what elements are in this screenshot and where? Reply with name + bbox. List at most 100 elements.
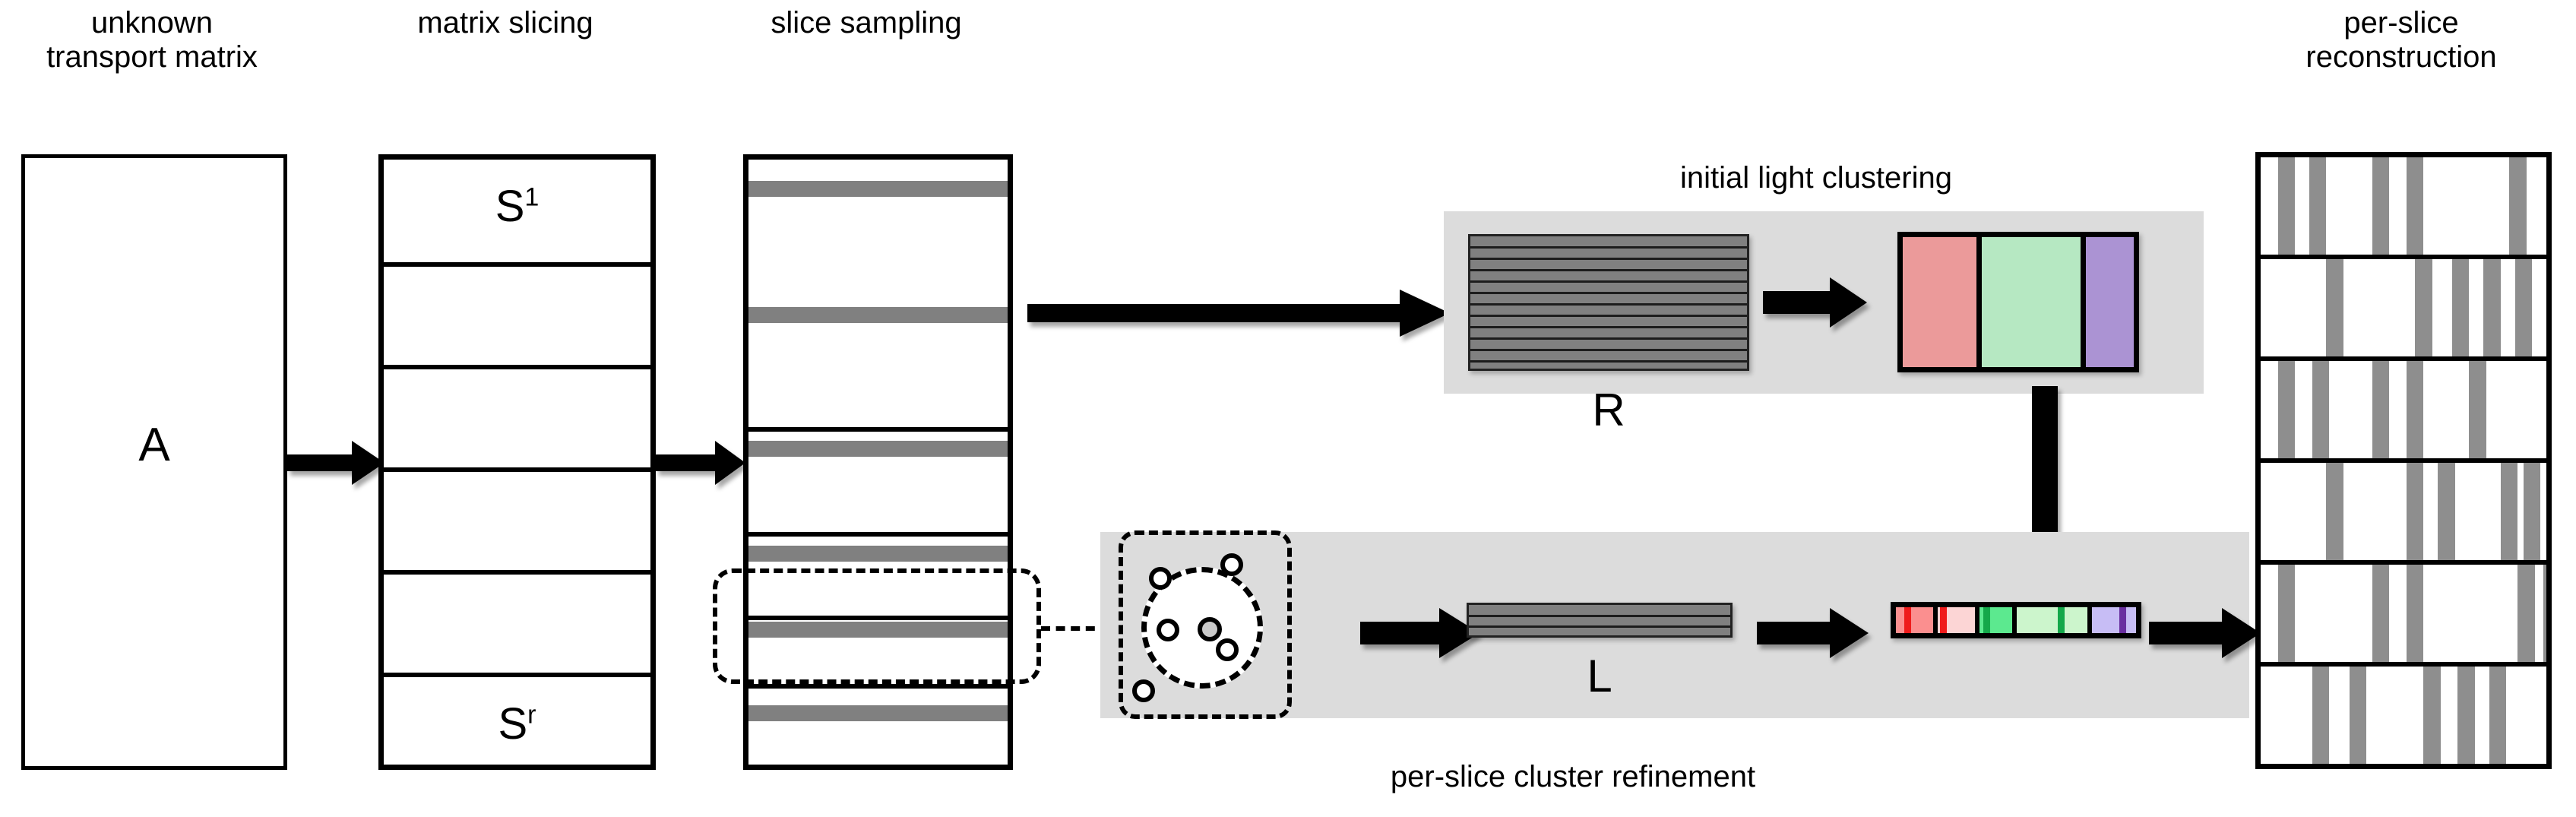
reconstruction-bar bbox=[2349, 667, 2367, 764]
r-stripe bbox=[1470, 246, 1747, 249]
refined-cluster-segment-5[interactable] bbox=[2091, 607, 2136, 633]
caption-slice-sampling: slice sampling bbox=[771, 6, 962, 40]
refined-cluster-segment-4[interactable] bbox=[2017, 607, 2087, 633]
r-stripe bbox=[1470, 280, 1747, 283]
slicing-row bbox=[384, 262, 650, 365]
reconstruction-bar bbox=[2483, 259, 2501, 356]
reconstruction-bar bbox=[2489, 667, 2507, 764]
matrix-l-block[interactable] bbox=[1467, 603, 1733, 638]
slice-section-divider bbox=[748, 427, 1008, 432]
refined-cluster-bar[interactable] bbox=[1891, 602, 2141, 638]
l-stripe bbox=[1469, 625, 1730, 628]
r-stripe bbox=[1470, 269, 1747, 271]
r-stripe bbox=[1470, 337, 1747, 340]
reconstruction-bar bbox=[2372, 157, 2390, 255]
reconstruction-band bbox=[2261, 361, 2546, 463]
caption-per-slice-cluster-refinement: per-slice cluster refinement bbox=[1390, 760, 1756, 793]
refined-cluster-mark bbox=[1940, 607, 1948, 633]
reconstruction-bar bbox=[2500, 463, 2518, 560]
matrix-r-label: R bbox=[1592, 385, 1625, 435]
matrix-r-block[interactable] bbox=[1468, 234, 1749, 371]
sampled-slice-row bbox=[748, 181, 1008, 197]
arrow-sampling-to-clustering bbox=[1027, 290, 1450, 337]
reconstruction-bar bbox=[2277, 157, 2296, 255]
slice-detail-box[interactable] bbox=[1119, 530, 1292, 719]
reconstruction-bar bbox=[2406, 565, 2424, 662]
reconstruction-bar bbox=[2277, 565, 2296, 662]
reconstruction-bar bbox=[2326, 463, 2344, 560]
refined-cluster-segment-3[interactable] bbox=[1979, 607, 2013, 633]
initial-cluster-segment-2[interactable] bbox=[1976, 237, 2081, 367]
per-slice-reconstruction-box[interactable] bbox=[2255, 152, 2552, 769]
initial-cluster-segment-3[interactable] bbox=[2081, 237, 2134, 367]
slicing-row: S1 bbox=[384, 160, 650, 262]
initial-cluster-bar[interactable] bbox=[1897, 232, 2139, 372]
light-dot bbox=[1220, 553, 1243, 576]
sampled-slice-row bbox=[748, 441, 1008, 457]
reconstruction-bar bbox=[2543, 565, 2546, 662]
reconstruction-band bbox=[2261, 157, 2546, 259]
light-dot bbox=[1149, 567, 1172, 590]
reconstruction-bar bbox=[2326, 259, 2344, 356]
reconstruction-bar bbox=[2406, 361, 2424, 458]
l-stripe bbox=[1469, 615, 1730, 617]
reconstruction-bar bbox=[2517, 565, 2535, 662]
reconstruction-bar bbox=[2312, 361, 2330, 458]
slice-selection-connector bbox=[1041, 626, 1125, 631]
reconstruction-band bbox=[2261, 463, 2546, 565]
r-stripe bbox=[1470, 303, 1747, 306]
caption-initial-light-clustering: initial light clustering bbox=[1680, 161, 1952, 195]
initial-cluster-segment-1[interactable] bbox=[1903, 237, 1977, 367]
reconstruction-bar bbox=[2457, 667, 2475, 764]
arrow-slicing-to-sampling bbox=[656, 441, 745, 485]
reconstruction-bar bbox=[2509, 157, 2527, 255]
light-dot bbox=[1157, 619, 1179, 641]
reconstruction-bar bbox=[2309, 157, 2327, 255]
reconstruction-band bbox=[2261, 565, 2546, 667]
matrix-l-label: L bbox=[1587, 651, 1612, 701]
reconstruction-bar bbox=[2415, 259, 2432, 356]
refined-cluster-segment-2[interactable] bbox=[1938, 607, 1976, 633]
light-dot bbox=[1216, 638, 1239, 661]
reconstruction-bar bbox=[2406, 157, 2424, 255]
arrow-a-to-slicing bbox=[287, 441, 385, 485]
refined-cluster-mark bbox=[2057, 607, 2065, 633]
caption-per-slice-reconstruction: per-slice reconstruction bbox=[2305, 6, 2497, 74]
matrix-slicing-box[interactable]: S1 Sr bbox=[378, 154, 656, 770]
sampled-slice-row bbox=[748, 705, 1008, 721]
reconstruction-bar bbox=[2372, 565, 2390, 662]
slice-section-divider bbox=[748, 532, 1008, 537]
r-stripe bbox=[1470, 349, 1747, 351]
r-stripe bbox=[1470, 360, 1747, 363]
reconstruction-bar bbox=[2372, 361, 2390, 458]
slicing-row bbox=[384, 467, 650, 570]
reconstruction-bar bbox=[2406, 463, 2424, 560]
slice-sampling-box[interactable] bbox=[743, 154, 1013, 770]
slicing-row bbox=[384, 365, 650, 467]
arrow-r-to-clusters bbox=[1763, 277, 1867, 328]
slice-section-divider bbox=[748, 616, 1008, 620]
matrix-a-label: A bbox=[138, 419, 170, 471]
reconstruction-bar bbox=[2438, 463, 2455, 560]
sampled-slice-row bbox=[748, 307, 1008, 323]
slice-selection-marquee[interactable] bbox=[713, 568, 1041, 684]
refined-cluster-mark bbox=[1983, 607, 1990, 633]
sampled-slice-row bbox=[748, 546, 1008, 562]
refined-cluster-mark bbox=[2119, 607, 2126, 633]
reconstruction-band bbox=[2261, 259, 2546, 361]
reconstruction-bar bbox=[2277, 361, 2296, 458]
unknown-transport-matrix-box[interactable]: A bbox=[21, 154, 287, 770]
r-stripe bbox=[1470, 292, 1747, 294]
reconstruction-bar bbox=[2469, 361, 2487, 458]
r-stripe bbox=[1470, 326, 1747, 328]
caption-unknown-transport-matrix: unknown transport matrix bbox=[46, 6, 258, 74]
refined-cluster-segment-1[interactable] bbox=[1896, 607, 1934, 633]
reconstruction-band bbox=[2261, 667, 2546, 764]
slicing-row bbox=[384, 570, 650, 673]
refined-cluster-mark bbox=[1904, 607, 1911, 633]
arrow-detail-to-l bbox=[1360, 608, 1479, 658]
arrow-refined-to-reconstruction bbox=[2149, 608, 2261, 658]
reconstruction-bar bbox=[2423, 667, 2441, 764]
light-dot-selected bbox=[1198, 617, 1222, 641]
